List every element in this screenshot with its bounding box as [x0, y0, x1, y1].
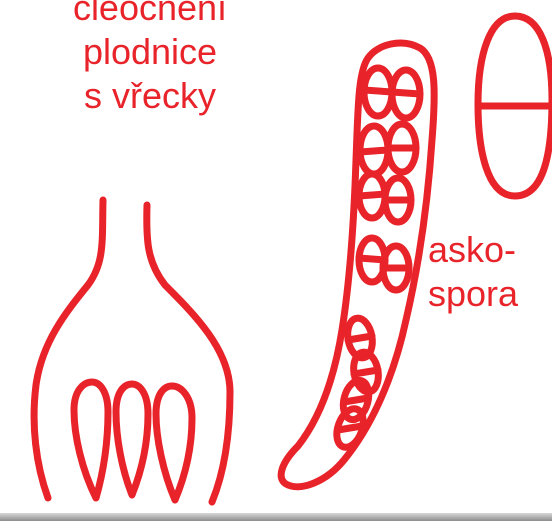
ascospore-label-line1: asko- [428, 228, 552, 272]
perithecium-label: cleočnění plodnice s vřecky [0, 0, 300, 118]
ascus-spores [332, 68, 420, 451]
ascospore-label-line2: spora [428, 272, 552, 316]
perithecium-ascus-center [116, 384, 148, 495]
perithecium-outline [34, 200, 103, 498]
perithecium-label-line1: cleočnění [0, 0, 300, 30]
perithecium-label-line3: s vřecky [0, 74, 300, 118]
perithecium-label-line2: plodnice [0, 30, 300, 74]
bottom-edge [0, 513, 552, 521]
perithecium-ascus-right [156, 386, 192, 500]
perithecium-ascus-left [74, 382, 108, 498]
ascospore-label: asko- spora [428, 228, 552, 316]
